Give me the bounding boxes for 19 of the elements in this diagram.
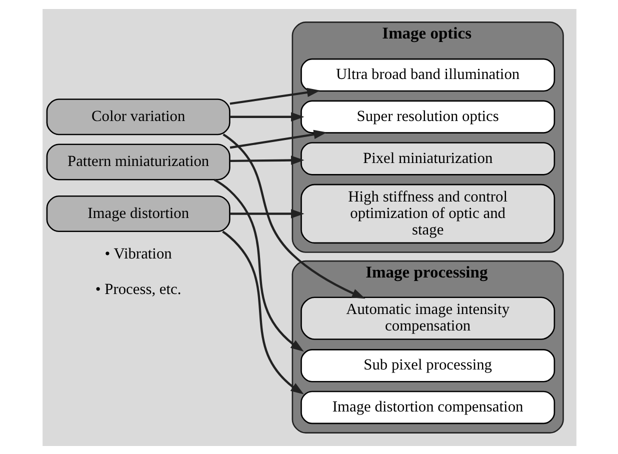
arrow xyxy=(222,133,365,298)
arrow xyxy=(222,230,304,394)
node-label: • Process, etc. xyxy=(94,280,181,298)
node-box: Color variation xyxy=(46,98,230,135)
node-box: Super resolution optics xyxy=(300,100,555,133)
node-box: Pattern miniaturization xyxy=(46,143,230,180)
node-box: Ultra broad band illumination xyxy=(300,58,555,92)
arrow xyxy=(229,87,320,104)
node-label: • Vibration xyxy=(104,245,172,262)
arrow xyxy=(229,155,304,164)
node-box: Sub pixel processing xyxy=(300,348,555,382)
node-box: Image distortion compensation xyxy=(300,390,555,424)
node-box: Pixel miniaturization xyxy=(300,142,555,175)
node-box: High stiffness and control optimization of optic and stage xyxy=(300,183,555,244)
node-box: Image distortion xyxy=(46,194,230,232)
arrow xyxy=(229,112,304,121)
arrow xyxy=(229,129,326,148)
node-box: Automatic image intensity compensation xyxy=(300,296,555,340)
arrow xyxy=(229,208,304,218)
